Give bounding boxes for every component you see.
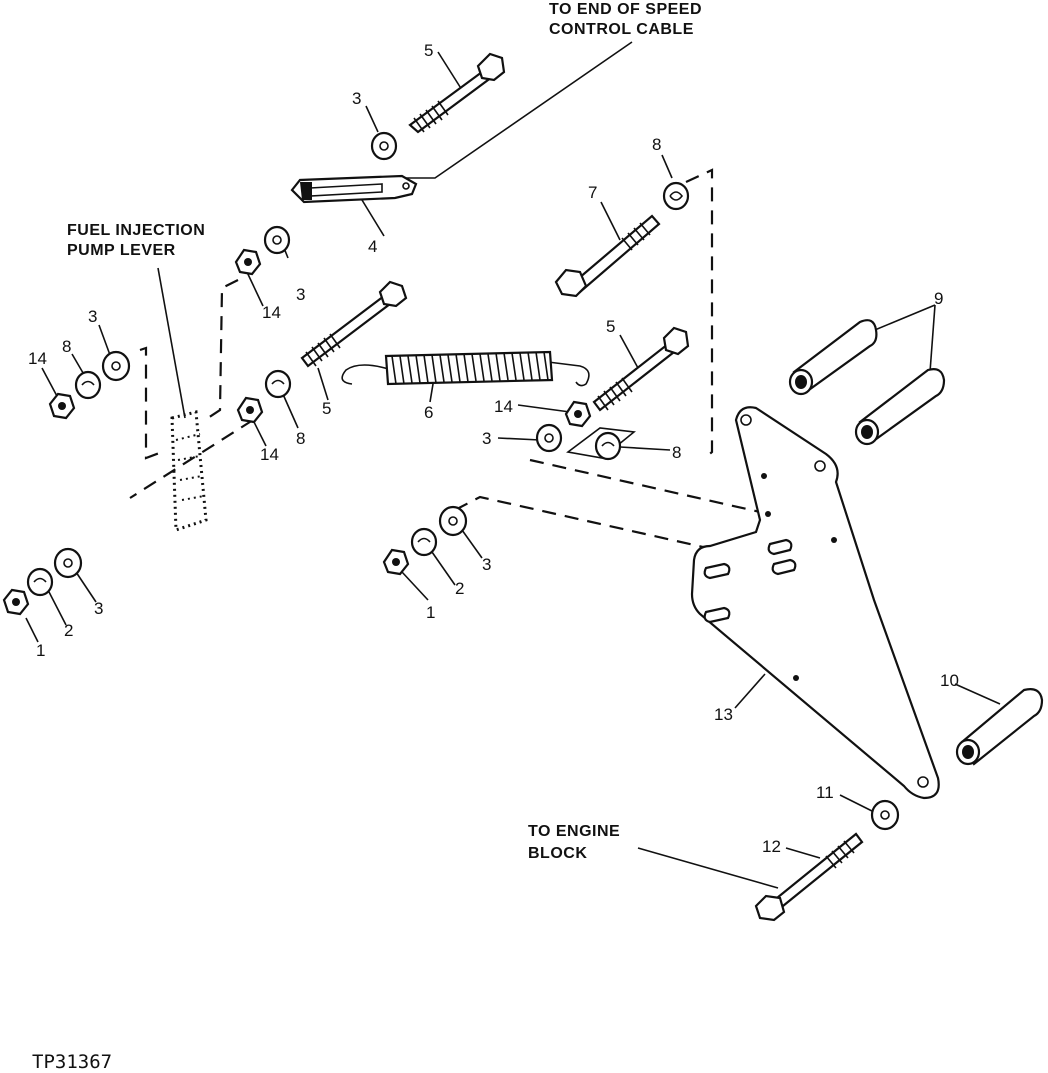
washer-3-left <box>53 547 83 579</box>
part-number-label: 11 <box>816 783 834 802</box>
part-number-label: 13 <box>714 705 733 724</box>
engine-block-callout-line2: BLOCK <box>528 845 587 862</box>
part-number-label: 1 <box>36 641 45 660</box>
part-number-label: 3 <box>482 429 491 448</box>
lockwasher-2-left <box>26 567 54 597</box>
washer-3-right <box>535 423 563 453</box>
part-number-label: 8 <box>652 135 661 154</box>
part-number-label: 5 <box>606 317 615 336</box>
part-number-label: 7 <box>588 183 597 202</box>
washer-3-upper <box>263 225 291 255</box>
washer-3-far <box>101 350 131 382</box>
lockwasher-8-far <box>74 370 102 400</box>
part-number-label: 3 <box>482 555 491 574</box>
spacer-9-a <box>788 319 878 396</box>
bracket-plate-13 <box>690 406 940 800</box>
figure-id: TP31367 <box>32 1051 112 1073</box>
part-number-label: 10 <box>940 671 959 690</box>
nut-1-center <box>382 548 410 576</box>
bolt-5-mid <box>300 280 408 368</box>
part-number-label: 14 <box>494 397 513 416</box>
lockwasher-8-mid <box>264 369 292 399</box>
nut-14-far <box>48 392 76 420</box>
bolt-5-top <box>408 52 506 134</box>
part-number-label: 8 <box>296 429 305 448</box>
nut-14-right <box>564 400 592 428</box>
lockwasher-8-top <box>662 181 690 211</box>
fuel-pump-callout-line2: PUMP LEVER <box>67 242 176 259</box>
part-number-label: 14 <box>28 349 47 368</box>
part-number-label: 3 <box>352 89 361 108</box>
spring-6 <box>341 350 590 387</box>
part-number-label: 3 <box>296 285 305 304</box>
bolt-7 <box>554 214 661 298</box>
part-number-label: 2 <box>64 621 73 640</box>
fuel-pump-lever <box>170 410 208 533</box>
part-number-label: 6 <box>424 403 433 422</box>
part-number-label: 8 <box>672 443 681 462</box>
washer-11 <box>870 799 900 831</box>
part-number-label: 14 <box>260 445 279 464</box>
part-number-label: 14 <box>262 303 281 322</box>
part-number-label: 12 <box>762 837 781 856</box>
nut-1-left <box>2 588 30 616</box>
part-number-label: 5 <box>424 41 433 60</box>
engine-block-callout-line1: TO ENGINE <box>528 823 620 840</box>
part-number-label: 8 <box>62 337 71 356</box>
part-number-label: 4 <box>368 237 377 256</box>
part-number-label: 5 <box>322 399 331 418</box>
part-number-label: 3 <box>94 599 103 618</box>
part-number-label: 2 <box>455 579 464 598</box>
part-number-label: 9 <box>934 289 943 308</box>
spacer-10 <box>955 688 1044 766</box>
leader-lines <box>25 41 1001 889</box>
part-number-label: 3 <box>88 307 97 326</box>
speed-cable-callout-line1: TO END OF SPEED <box>549 1 702 18</box>
speed-cable-callout-line2: CONTROL CABLE <box>549 21 694 38</box>
bolt-12 <box>754 832 864 922</box>
lockwasher-8-right <box>566 427 636 461</box>
washer-3-center <box>438 505 468 537</box>
nut-14-mid <box>236 396 264 424</box>
nut-14-upper <box>234 248 262 276</box>
washer-3-top <box>370 131 398 161</box>
lockwasher-2-center <box>410 527 438 557</box>
part-number-label: 1 <box>426 603 435 622</box>
bolt-5-right <box>592 326 690 412</box>
lever-4 <box>290 174 418 204</box>
fuel-pump-callout-line1: FUEL INJECTION <box>67 222 205 239</box>
spacer-9-b <box>854 368 946 446</box>
